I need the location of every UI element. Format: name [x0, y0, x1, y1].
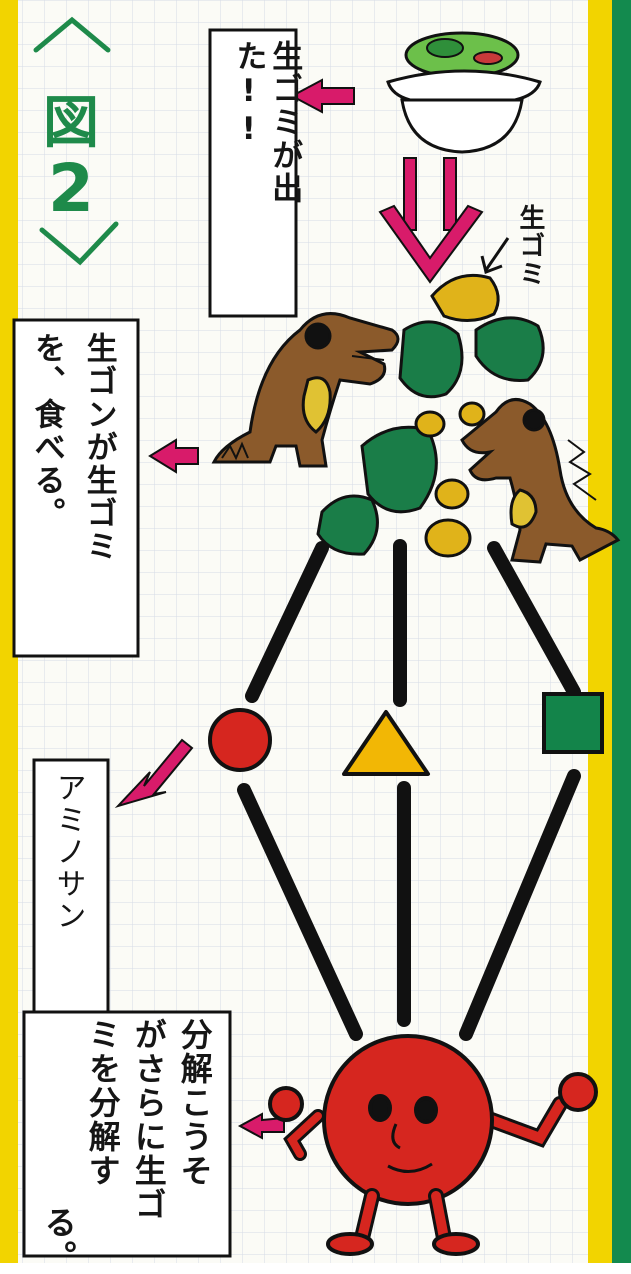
figure-title: 図 2: [26, 20, 116, 290]
gon-eats-text-line2: を、食べる。: [28, 332, 64, 652]
right-green-border: [612, 0, 631, 1263]
decomposer-text-line2: がさらに生ゴ: [130, 1018, 167, 1254]
decomposer-text-line3: ミを分解す: [84, 1018, 121, 1254]
garbage-out-text: 生ゴミが出た!!: [230, 40, 301, 310]
raw-garbage-label: 生ゴミ: [514, 204, 544, 334]
red-circle-shape: [210, 710, 270, 770]
green-square-shape: [544, 694, 602, 752]
amino-acid-text: アミノサン: [50, 772, 85, 1012]
decomposer-text-line4: る。: [40, 1206, 77, 1256]
gon-eats-text-line1: 生ゴンが生ゴミ: [80, 332, 116, 652]
figure-label: 図: [26, 78, 116, 159]
decomposer-text-line1: 分解こうそ: [176, 1018, 213, 1254]
right-yellow-border: [588, 0, 612, 1263]
figure-number: 2: [26, 150, 116, 227]
